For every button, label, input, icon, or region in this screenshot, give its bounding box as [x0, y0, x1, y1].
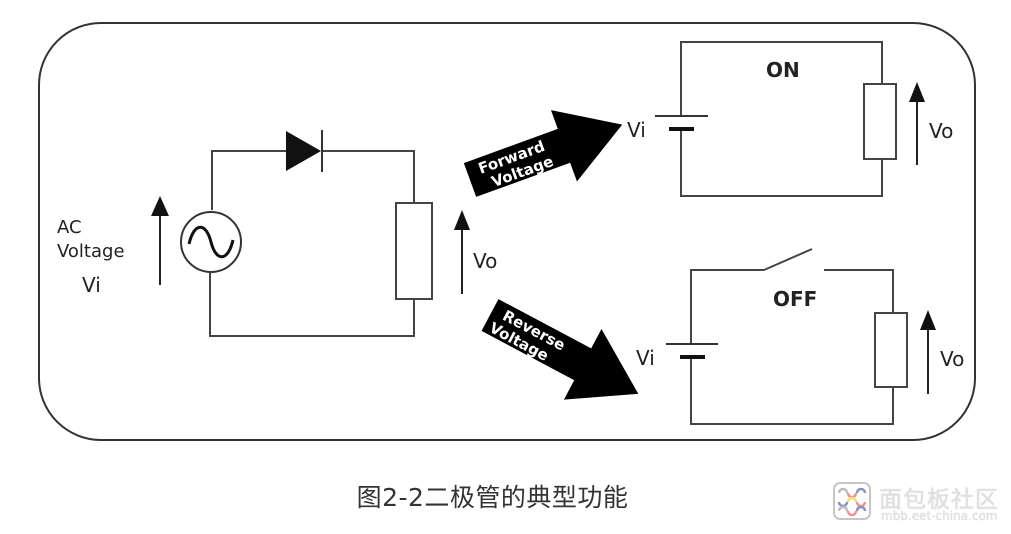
- wire: [824, 269, 894, 313]
- vi-label: Vi: [82, 273, 101, 297]
- figure-caption: 图2-2二极管的典型功能: [0, 478, 1011, 514]
- resistor-icon: [863, 83, 897, 160]
- watermark: 面包板社区 mbb.eet-china.com: [833, 480, 1003, 526]
- on-state-label: ON: [766, 58, 800, 82]
- battery-icon: [655, 115, 708, 131]
- resistor-icon: [874, 312, 908, 388]
- off-state-label: OFF: [773, 287, 817, 311]
- input-circuit: [180, 150, 433, 337]
- watermark-title: 面包板社区: [879, 487, 999, 513]
- on-vi-label: Vi: [627, 118, 646, 142]
- off-vo-label: Vo: [940, 347, 964, 371]
- wire: [680, 128, 883, 197]
- ac-voltage-label-2: Voltage: [57, 241, 125, 262]
- wire: [680, 41, 883, 116]
- off-circuit: [666, 248, 908, 425]
- off-vo-arrow-icon: [920, 310, 936, 394]
- on-vo-label: Vo: [929, 119, 953, 143]
- watermark-url: mbb.eet-china.com: [881, 509, 998, 523]
- vi-arrow-icon: [151, 196, 169, 285]
- off-vi-label: Vi: [636, 346, 655, 370]
- vo-arrow-icon: [454, 210, 470, 294]
- caption-text: 图2-2二极管的典型功能: [356, 483, 629, 512]
- wire: [690, 269, 764, 344]
- resistor-icon: [395, 202, 433, 300]
- wire: [209, 273, 415, 337]
- battery-icon: [666, 343, 718, 359]
- diagram-frame: [38, 22, 976, 441]
- diode-icon: [286, 130, 323, 172]
- ac-source-icon: [180, 211, 242, 273]
- vo-label: Vo: [473, 249, 497, 273]
- sine-wave-icon: [187, 225, 235, 259]
- wire: [690, 357, 894, 425]
- ac-voltage-label-1: AC: [57, 217, 82, 238]
- open-switch-icon: [763, 248, 813, 271]
- wire: [211, 150, 287, 210]
- on-circuit: [655, 41, 897, 197]
- wire: [322, 150, 415, 203]
- on-vo-arrow-icon: [909, 82, 925, 165]
- watermark-logo-icon: [833, 482, 871, 520]
